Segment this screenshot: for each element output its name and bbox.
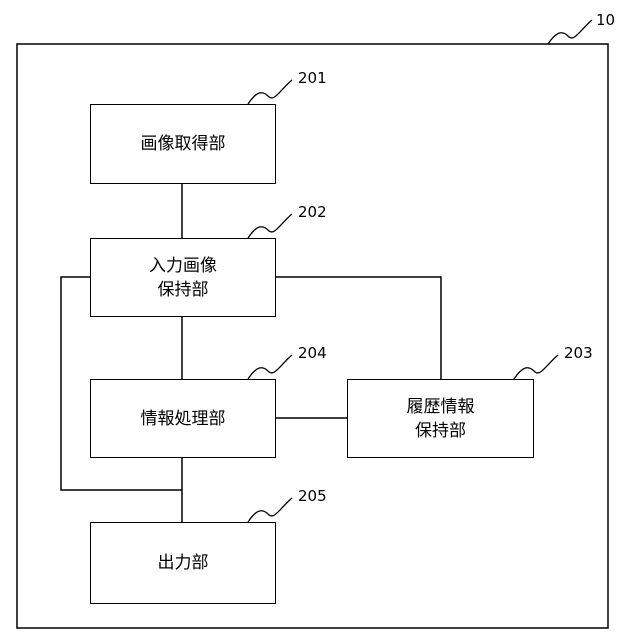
block-label: 保持部: [415, 419, 466, 443]
ref-squiggle-204: [248, 355, 292, 379]
block-info-processing: 情報処理部: [90, 379, 276, 458]
ref-label-204: 204: [298, 345, 327, 361]
ref-squiggle-202: [248, 214, 292, 238]
block-label: 保持部: [158, 278, 209, 302]
ref-squiggle-10: [548, 20, 592, 44]
block-label: 画像取得部: [141, 132, 226, 156]
ref-label-10: 10: [596, 12, 615, 28]
block-label: 履歴情報: [407, 395, 475, 419]
ref-label-202: 202: [298, 204, 327, 220]
ref-squiggle-201: [248, 80, 292, 104]
block-history-holding: 履歴情報 保持部: [347, 379, 534, 458]
ref-label-205: 205: [298, 488, 327, 504]
block-output: 出力部: [90, 522, 276, 604]
block-image-acquisition: 画像取得部: [90, 104, 276, 184]
ref-squiggle-205: [248, 498, 292, 522]
ref-label-201: 201: [298, 70, 327, 86]
ref-label-203: 203: [564, 345, 593, 361]
link-202-203: [276, 277, 441, 379]
block-input-image-holding: 入力画像 保持部: [90, 238, 276, 317]
block-label: 情報処理部: [141, 407, 226, 431]
block-label: 入力画像: [149, 254, 217, 278]
block-label: 出力部: [158, 551, 209, 575]
ref-squiggle-203: [514, 355, 558, 379]
